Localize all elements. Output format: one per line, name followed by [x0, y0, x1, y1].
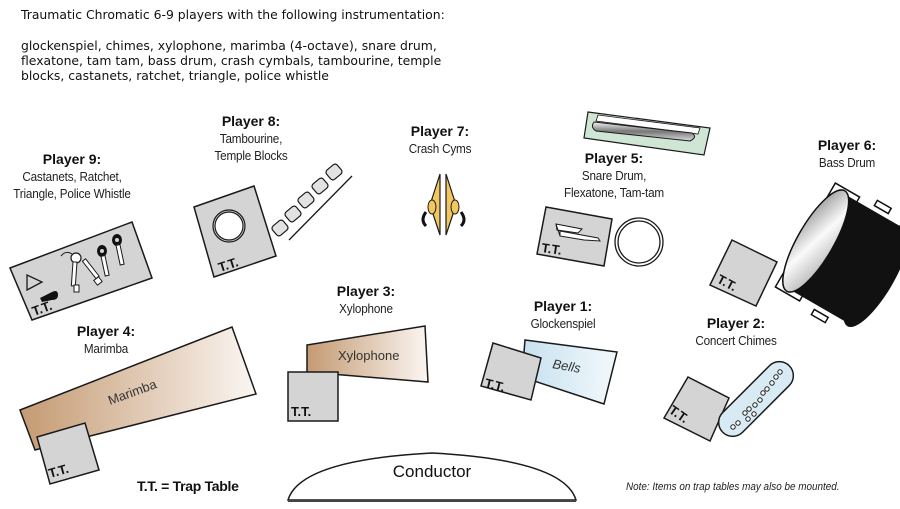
player-instruments: Temple Blocks	[214, 148, 288, 163]
player-4-label: Player 4: Marimba	[77, 323, 135, 357]
player-name: Player 4:	[76, 323, 136, 339]
player-3-trap-table: T.T.	[287, 371, 339, 422]
mounting-note: Note: Items on trap tables may also be m…	[626, 481, 840, 493]
player-5-label: Player 5: Snare Drum, Flexatone, Tam-tam	[558, 150, 669, 201]
ratchet-icon	[60, 251, 103, 293]
player-name: Player 8:	[221, 113, 281, 129]
trap-table-label: T.T.	[216, 254, 240, 275]
player-1-label: Player 1: Glockenspiel	[527, 298, 599, 332]
player-name: Player 1:	[533, 298, 593, 314]
player-instruments: Flexatone, Tam-tam	[564, 185, 664, 200]
player-8-trap-table: T.T.	[193, 185, 277, 278]
flexatone-icon	[555, 223, 601, 242]
player-name: Player 2:	[706, 315, 766, 331]
chimes-icon	[717, 360, 795, 438]
player-6-trap-table: T.T.	[708, 238, 778, 307]
player-instruments: Castanets, Ratchet,	[22, 169, 122, 184]
marimba-icon: Marimba	[19, 326, 257, 451]
player-instruments: Bass Drum	[818, 155, 876, 170]
tam-tam-icon	[583, 111, 711, 156]
trap-table-legend: T.T. = Trap Table	[137, 478, 239, 494]
player-2-trap-table: T.T.	[662, 376, 730, 443]
triangle-icon	[26, 273, 44, 292]
trap-table-label: T.T.	[47, 461, 71, 481]
player-name: Player 7:	[410, 123, 470, 139]
xylophone-icon: Xylophone	[306, 325, 429, 383]
trap-table-label: T.T.	[291, 404, 311, 419]
trap-table-label: T.T.	[30, 298, 54, 319]
xylophone-label: Xylophone	[338, 348, 399, 363]
bass-drum-icon	[774, 182, 900, 328]
player-3-label: Player 3: Xylophone	[336, 283, 396, 317]
player-5-trap-table: T.T.	[536, 206, 613, 267]
player-name: Player 3:	[336, 283, 396, 299]
player-9-label: Player 9: Castanets, Ratchet, Triangle, …	[7, 151, 138, 202]
conductor-label: Conductor	[392, 462, 472, 481]
tambourine-icon	[212, 209, 246, 243]
instrumentation-line: glockenspiel, chimes, xylophone, marimba…	[21, 38, 437, 53]
instrumentation-line: blocks, castanets, ratchet, triangle, po…	[21, 68, 329, 83]
intro-title: Traumatic Chromatic 6-9 players with the…	[21, 7, 445, 22]
player-instruments: Xylophone	[339, 301, 393, 316]
trap-table-label: T.T.	[483, 375, 506, 394]
player-instruments: Glockenspiel	[530, 316, 596, 331]
police-whistle-icon	[40, 291, 58, 302]
player-9-trap-table: T.T.	[9, 221, 153, 321]
player-name: Player 9:	[42, 151, 102, 167]
intro-text: Traumatic Chromatic 6-9 players with the…	[21, 7, 445, 83]
player-6-label: Player 6: Bass Drum	[816, 137, 879, 171]
player-2-label: Player 2: Concert Chimes	[691, 315, 781, 349]
crash-cymbals-icon	[421, 173, 466, 236]
player-4-trap-table: T.T.	[36, 422, 100, 485]
castanets-icon	[97, 234, 125, 277]
bells-label: Bells	[551, 356, 582, 376]
player-name: Player 6:	[817, 137, 877, 153]
trap-table-label: T.T.	[541, 240, 563, 258]
player-instruments: Crash Cyms	[408, 141, 472, 156]
instrumentation-line: flexatone, tam tam, bass drum, crash cym…	[21, 53, 442, 68]
player-instruments: Triangle, Police Whistle	[13, 186, 131, 201]
player-name: Player 5:	[584, 150, 644, 166]
player-instruments: Concert Chimes	[695, 333, 777, 348]
player-8-label: Player 8: Tambourine, Temple Blocks	[210, 113, 291, 164]
temple-blocks-icon	[271, 163, 353, 241]
snare-drum-icon	[614, 217, 664, 267]
player-instruments: Marimba	[83, 341, 129, 356]
player-1-trap-table: T.T.	[480, 342, 542, 401]
conductor-podium	[286, 452, 578, 502]
player-instruments: Tambourine,	[219, 131, 283, 146]
player-instruments: Snare Drum,	[581, 168, 647, 183]
player-7-label: Player 7: Crash Cyms	[405, 123, 475, 157]
